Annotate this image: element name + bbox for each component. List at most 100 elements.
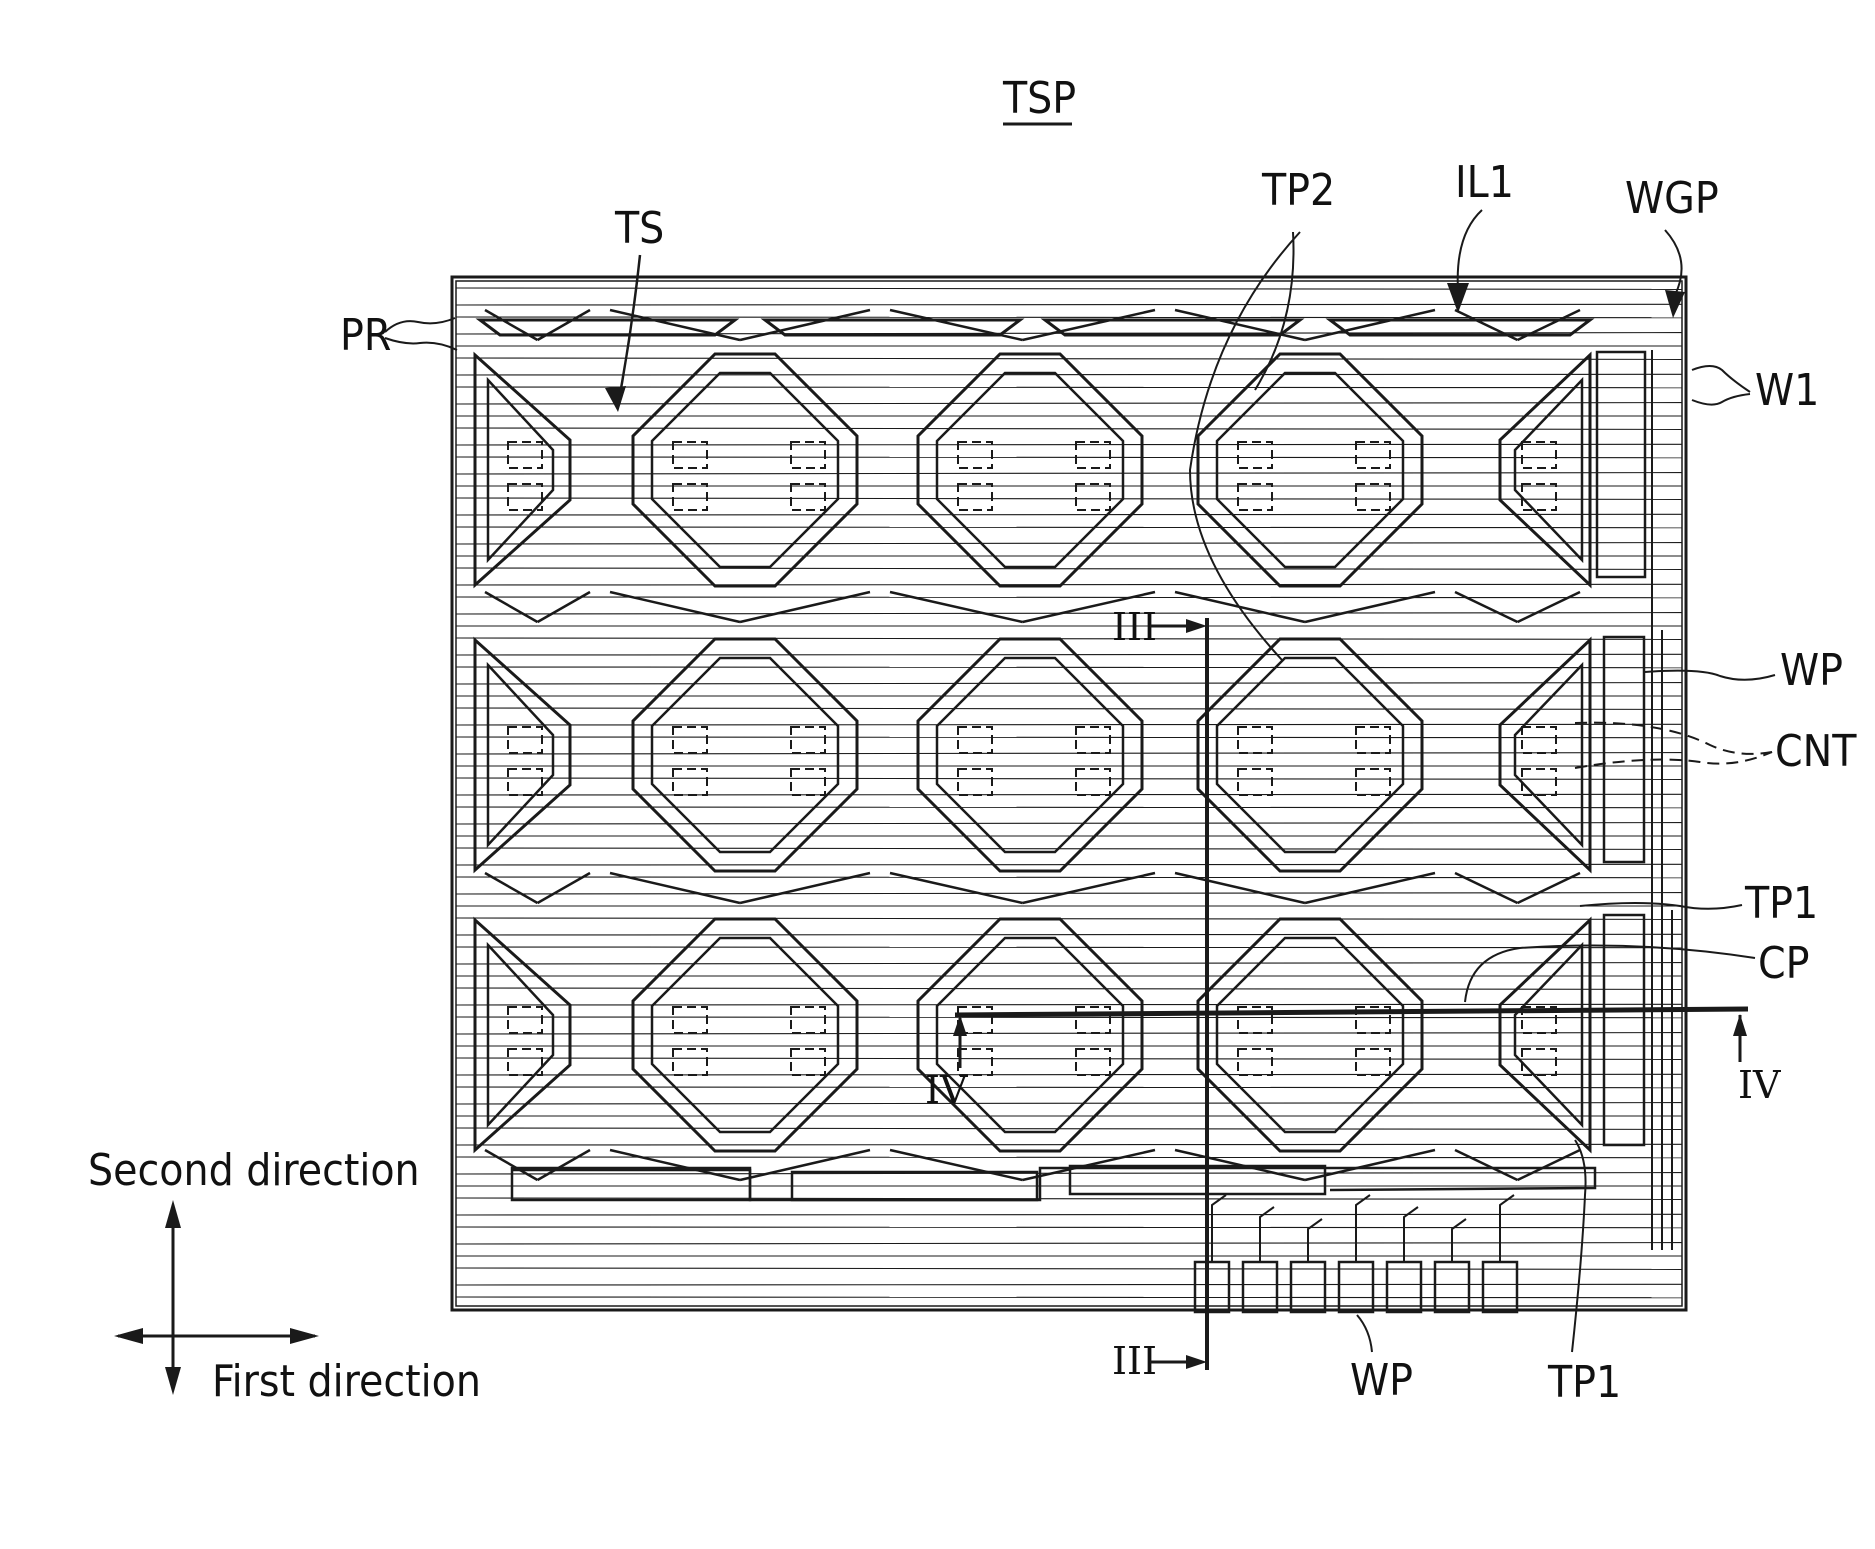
edge-inner-outline <box>1515 665 1582 845</box>
tp2-leader-a <box>1255 232 1294 390</box>
wgp-leader <box>1665 230 1682 295</box>
tp1-bottom-leader <box>1572 1140 1586 1352</box>
routing-line <box>456 683 1682 684</box>
sensor-inner-outline <box>652 938 838 1132</box>
fanout-wire <box>1500 1195 1514 1262</box>
label-cnt: CNT <box>1775 726 1857 777</box>
routing-line <box>456 823 1682 824</box>
contact-hole <box>958 484 992 510</box>
tp2-leader-b <box>1190 232 1300 660</box>
routing-line <box>456 778 1682 779</box>
diagonal-strip <box>1455 592 1518 622</box>
iii-top-arrowhead <box>1186 619 1207 633</box>
section-line-iv <box>955 1009 1748 1015</box>
fanout-wire <box>1260 1207 1274 1262</box>
wp-bottom-leader <box>1357 1315 1372 1352</box>
pr-leader-top <box>385 318 455 332</box>
routing-line <box>456 1128 1682 1129</box>
routing-line <box>456 568 1682 569</box>
wiring-pad-right <box>1604 915 1644 1145</box>
routing-line <box>456 1017 1682 1018</box>
routing-line <box>456 753 1682 754</box>
label-tp1-bottom: TP1 <box>1547 1357 1621 1408</box>
routing-line <box>456 807 1682 808</box>
routing-line <box>456 638 1682 639</box>
routing-line <box>456 963 1682 964</box>
contact-hole <box>1522 769 1556 795</box>
sensor-pattern-tp1 <box>1198 354 1422 586</box>
contact-hole <box>1356 442 1390 468</box>
contact-hole <box>673 1007 707 1033</box>
contact-hole <box>1076 484 1110 510</box>
routing-line <box>456 543 1682 544</box>
contact-hole <box>791 1049 825 1075</box>
panel-inner-frame <box>456 281 1682 1306</box>
il1-arrowhead <box>1447 283 1469 313</box>
bottom-pad-strip <box>1070 1166 1325 1194</box>
top-trapezoid <box>480 320 735 335</box>
sensor-inner-outline <box>937 373 1123 567</box>
routing-line <box>456 473 1682 474</box>
routing-line <box>456 1033 1682 1034</box>
contact-hole <box>673 1049 707 1075</box>
contact-hole <box>1238 727 1272 753</box>
routing-line <box>456 877 1682 878</box>
ts-arrowhead <box>605 386 626 412</box>
contact-hole <box>1356 1049 1390 1075</box>
routing-line <box>456 527 1682 528</box>
edge-inner-outline <box>488 380 553 560</box>
contact-hole <box>1076 442 1110 468</box>
bottom-wiring-pad <box>1243 1262 1277 1312</box>
contact-hole <box>508 727 542 753</box>
sensor-inner-outline <box>1217 373 1403 567</box>
sensor-outer-outline <box>918 354 1142 586</box>
top-trapezoid <box>765 320 1020 335</box>
edge-inner-outline <box>1515 380 1582 560</box>
sensor-inner-outline <box>652 373 838 567</box>
label-tp1-right: TP1 <box>1744 878 1818 929</box>
contact-hole <box>958 442 992 468</box>
contact-hole <box>1076 727 1110 753</box>
routing-line <box>456 1214 1682 1215</box>
routing-line <box>456 988 1682 989</box>
sensor-pattern-tp1 <box>918 354 1142 586</box>
contact-hole <box>1356 727 1390 753</box>
routing-line <box>456 514 1682 515</box>
sensor-outer-outline <box>633 354 857 586</box>
contact-hole <box>1238 442 1272 468</box>
wiring-pads <box>512 350 1672 1312</box>
sensor-pattern-edge-left <box>475 355 570 585</box>
direction-arrow-right <box>290 1328 319 1344</box>
figure-title: TSP <box>1002 73 1076 124</box>
sensor-outer-outline <box>1198 354 1422 586</box>
cp-leader <box>1465 946 1755 1002</box>
routing-line <box>456 708 1682 709</box>
diagonal-strip <box>1455 1150 1518 1180</box>
contact-hole <box>791 769 825 795</box>
routing-line <box>456 457 1682 458</box>
routing-line <box>456 1284 1682 1285</box>
sensor-pattern-edge-right <box>1500 355 1590 585</box>
label-wp-right: WP <box>1780 645 1843 696</box>
routing-line <box>456 848 1682 849</box>
contact-hole <box>791 727 825 753</box>
diagonal-strip <box>740 1150 870 1180</box>
routing-line <box>456 667 1682 668</box>
contact-hole <box>673 484 707 510</box>
diagonal-strip <box>890 1150 1023 1180</box>
routing-line <box>456 1058 1682 1059</box>
diagonal-strip <box>740 592 870 622</box>
diagonal-strip <box>538 1150 591 1180</box>
wiring-pad-right <box>1604 637 1644 862</box>
contact-hole <box>1238 484 1272 510</box>
contact-hole <box>508 442 542 468</box>
routing-line <box>456 1243 1682 1244</box>
direction-arrow-up <box>165 1200 181 1228</box>
sensor-pattern-tp1 <box>633 354 857 586</box>
direction-arrow-down <box>165 1367 181 1395</box>
diagonal-strip <box>890 592 1023 622</box>
fanout-wire <box>1356 1195 1370 1262</box>
routing-line <box>456 1227 1682 1228</box>
